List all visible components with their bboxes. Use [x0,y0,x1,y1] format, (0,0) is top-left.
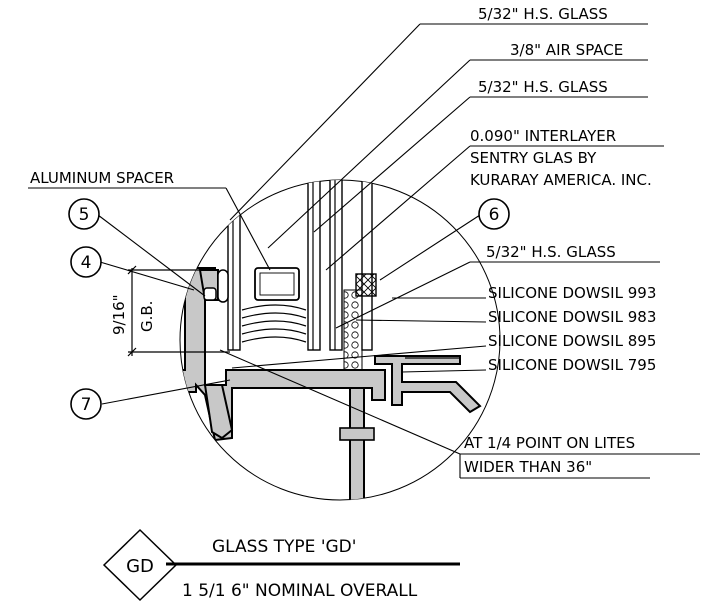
secondary-seal [241,304,307,343]
mullion-frame [180,267,386,442]
callout-6-text: 6 [489,205,500,225]
label-air-space: 3/8" AIR SPACE [510,41,623,59]
callout-bubble-7: 7 [70,388,102,420]
callout-4-text: 4 [81,253,92,273]
bite-abbrev-label: G.B. [138,301,156,332]
label-silicone-993: SILICONE DOWSIL 993 [488,284,656,302]
glass-type-title: GLASS TYPE 'GD' [212,537,356,557]
label-silicone-895: SILICONE DOWSIL 895 [488,332,656,350]
label-glass-inner: 5/32" H.S. GLASS [486,243,616,261]
callout-bubble-4: 4 [70,246,102,278]
callout-bubble-5: 5 [68,198,100,230]
label-interlayer-2: SENTRY GLAS BY [470,149,597,167]
bite-dimension-label: 9/16" [110,294,128,335]
label-quarter-point-2: WIDER THAN 36" [464,458,592,476]
label-glass-middle: 5/32" H.S. GLASS [478,78,608,96]
glass-lite-outer [227,180,241,351]
callout-5-text: 5 [79,205,90,225]
callout-7-text: 7 [81,395,92,415]
gasket [355,273,377,297]
insulating-spacer [254,267,300,301]
glass-lite-inner [329,180,343,351]
label-glass-outer: 5/32" H.S. GLASS [478,5,608,23]
mullion-web [349,387,365,500]
glass-type-tag-text: GD [126,556,154,577]
callout-bubble-6: 6 [478,198,510,230]
glass-lite-middle [307,180,321,351]
glass-lite-room [361,180,373,351]
glass-bite-dimension: 9/16" G.B. [110,265,230,357]
label-quarter-point-1: AT 1/4 POINT ON LITES [464,434,635,452]
glass-type-subtitle: 1 5/1 6" NOMINAL OVERALL [182,581,418,601]
detail-section [180,180,482,500]
label-interlayer-1: 0.090" INTERLAYER [470,127,616,145]
label-silicone-795: SILICONE DOWSIL 795 [488,356,656,374]
leader-lines [28,23,700,479]
title-block: GD GLASS TYPE 'GD' 1 5/1 6" NOMINAL OVER… [102,528,460,602]
annotation-labels: 5/32" H.S. GLASS 3/8" AIR SPACE 5/32" H.… [30,5,656,476]
aluminum-spacer [217,269,229,303]
label-silicone-983: SILICONE DOWSIL 983 [488,308,656,326]
label-interlayer-3: KURARAY AMERICA. INC. [470,171,652,189]
label-aluminum-spacer: ALUMINUM SPACER [30,169,174,187]
